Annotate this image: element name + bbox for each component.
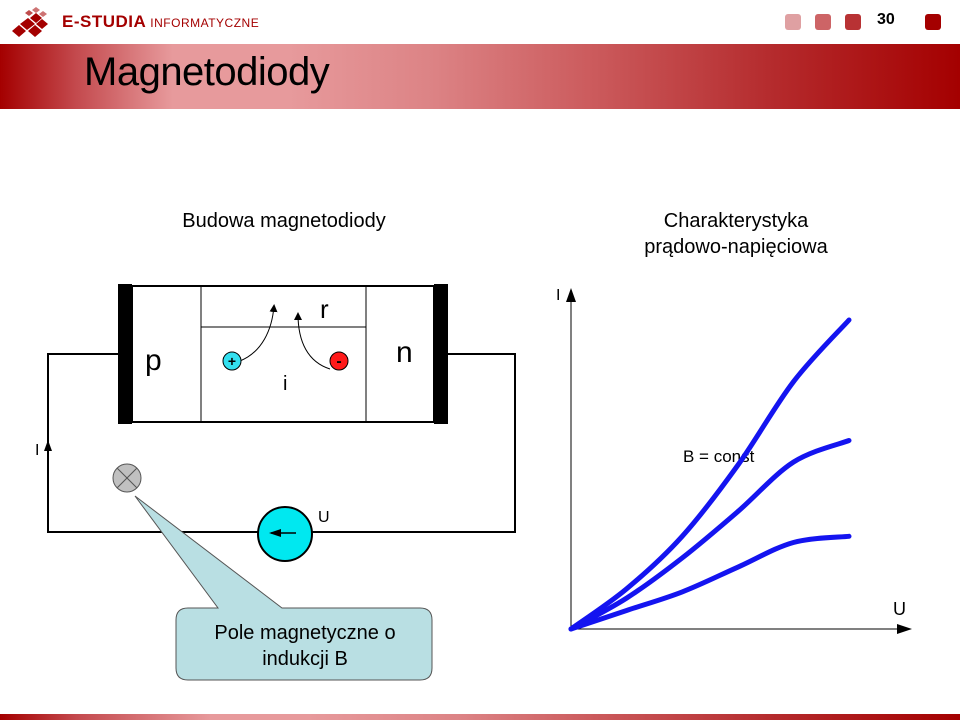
chart-title-line2: prądowo-napięciowa — [644, 236, 828, 258]
title-bar — [0, 44, 960, 109]
y-axis-arrow-icon — [566, 288, 576, 302]
electron-sign: - — [336, 353, 341, 370]
callout-text: Pole magnetyczne o indukcji B — [178, 620, 432, 672]
voltage-label: U — [318, 509, 330, 526]
source-arrow-icon — [269, 529, 281, 537]
slide-title: Magnetodiody — [84, 50, 330, 94]
electron-icon — [329, 351, 349, 371]
current-arrow-icon — [44, 440, 52, 451]
chart-title-line1: Charakterystyka — [663, 210, 809, 232]
current-label: I — [35, 442, 39, 459]
callout-bubble — [134, 495, 433, 681]
series-line-curve-high — [568, 317, 852, 632]
callout-line1: Pole magnetyczne o — [214, 622, 396, 644]
circuit-wire-right — [312, 353, 516, 533]
left-caption: Budowa magnetodiody — [182, 210, 386, 232]
brand-main: E-STUDIA — [62, 12, 147, 31]
region-n-label: n — [396, 336, 413, 369]
contact-right — [434, 284, 448, 424]
x-axis-label: U — [893, 599, 906, 619]
y-axis-label: I — [556, 287, 560, 304]
region-r-label: r — [320, 294, 329, 324]
brand-sub: INFORMATYCZNE — [150, 16, 260, 30]
voltage-source-icon — [257, 506, 313, 562]
series-line-curve-low — [568, 533, 852, 632]
nav-square-1[interactable] — [785, 14, 801, 30]
callout-line2: indukcji B — [262, 648, 348, 670]
nav-square-3[interactable] — [845, 14, 861, 30]
region-i-label: i — [283, 373, 287, 395]
chart-annotation: B = const — [683, 447, 755, 466]
x-axis-arrow-icon — [897, 624, 912, 634]
hole-sign: + — [228, 353, 236, 369]
e-studia-logo-icon — [12, 7, 48, 37]
nav-square-4[interactable] — [925, 14, 941, 30]
bottom-bar — [0, 714, 960, 720]
page-number: 30 — [877, 11, 895, 28]
region-p-label: p — [145, 344, 162, 377]
series-line-curve-mid — [568, 438, 852, 632]
chart-title: Charakterystyka prądowo-napięciowa — [600, 208, 872, 260]
contact-left — [118, 284, 132, 424]
electron-path — [294, 312, 331, 370]
nav-square-2[interactable] — [815, 14, 831, 30]
hole-icon — [222, 351, 242, 371]
hole-path — [239, 304, 278, 362]
